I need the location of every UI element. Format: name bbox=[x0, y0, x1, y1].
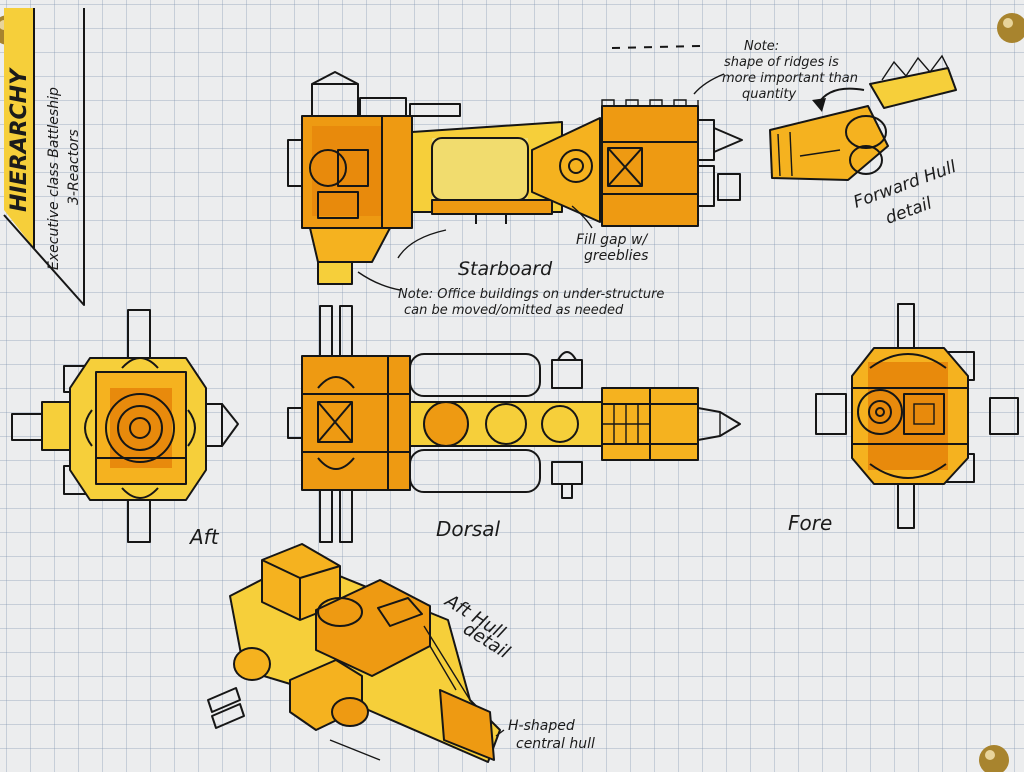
starboard-label: Starboard bbox=[458, 258, 553, 280]
note-office-1: Note: Office buildings on under-structur… bbox=[398, 287, 664, 302]
title-block: HIERARCHY Executive class Battleship 3-R… bbox=[3, 8, 85, 306]
note-ridges-4: quantity bbox=[742, 87, 797, 102]
pushpin-top-right bbox=[997, 13, 1024, 43]
title-subtitle-2: 3-Reactors bbox=[66, 129, 82, 205]
dashed-reference-line bbox=[611, 45, 701, 49]
note-ridges-2: shape of ridges is bbox=[724, 55, 839, 70]
note-greeblies-1: Fill gap w/ bbox=[576, 232, 648, 248]
fore-label: Fore bbox=[788, 511, 832, 535]
dorsal-label: Dorsal bbox=[436, 517, 501, 541]
aft-label: Aft bbox=[188, 525, 220, 549]
note-ridges-3: more important than bbox=[722, 71, 858, 86]
note-hshaped-1: H-shaped bbox=[508, 718, 575, 734]
aft-view bbox=[11, 309, 239, 543]
note-ridges-1: Note: bbox=[744, 39, 779, 54]
dorsal-view bbox=[287, 305, 741, 543]
aft-hull-detail bbox=[207, 543, 501, 763]
title-subtitle-1: Executive class Battleship bbox=[46, 87, 62, 270]
note-hshaped-2: central hull bbox=[516, 736, 595, 752]
note-office-2: can be moved/omitted as needed bbox=[404, 303, 624, 318]
starboard-view bbox=[287, 71, 743, 285]
title-name: HIERARCHY bbox=[7, 67, 32, 212]
fore-view bbox=[815, 303, 1019, 529]
forward-hull-detail bbox=[769, 54, 957, 181]
office-building bbox=[311, 83, 359, 117]
office-building bbox=[359, 97, 407, 117]
note-greeblies-2: greeblies bbox=[584, 248, 648, 264]
pushpin-bottom-right bbox=[979, 745, 1009, 772]
